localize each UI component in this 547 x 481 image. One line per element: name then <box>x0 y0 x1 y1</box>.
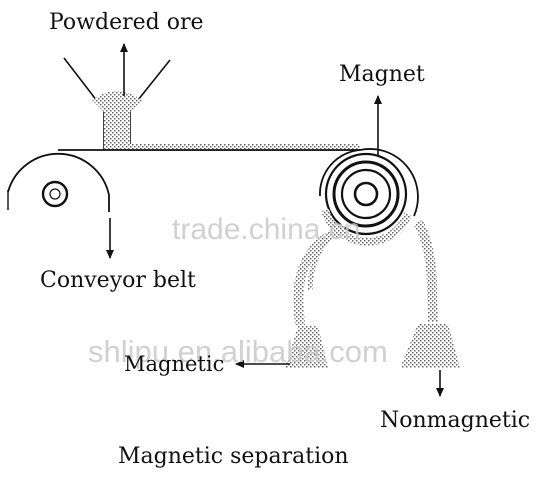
left-pulley <box>7 152 110 212</box>
arrows <box>106 43 444 397</box>
watermark-top: trade.china.cn <box>172 213 361 246</box>
label-magnetic: Magnetic <box>124 352 225 376</box>
nonmagnetic-pile <box>400 324 460 368</box>
magnet-pulley <box>319 148 419 246</box>
piles <box>285 324 460 368</box>
ore-in-hopper <box>92 91 142 150</box>
hopper <box>63 57 171 150</box>
magnet-pulley-axle <box>353 181 379 207</box>
caption: Magnetic separation <box>118 444 349 469</box>
conveyor-belt <box>7 149 360 212</box>
left-pulley-axle <box>41 180 69 208</box>
ore-on-belt <box>130 144 360 151</box>
nonmagnetic-stream <box>413 219 438 323</box>
ore-streams <box>293 219 438 326</box>
label-conveyor-belt: Conveyor belt <box>40 268 196 293</box>
label-nonmagnetic: Nonmagnetic <box>380 408 531 433</box>
label-magnet: Magnet <box>339 62 425 87</box>
magnetic-pile <box>285 326 328 368</box>
label-powdered-ore: Powdered ore <box>49 10 204 35</box>
watermark-bottom: shlipu.en.alibaba.com <box>88 334 388 369</box>
